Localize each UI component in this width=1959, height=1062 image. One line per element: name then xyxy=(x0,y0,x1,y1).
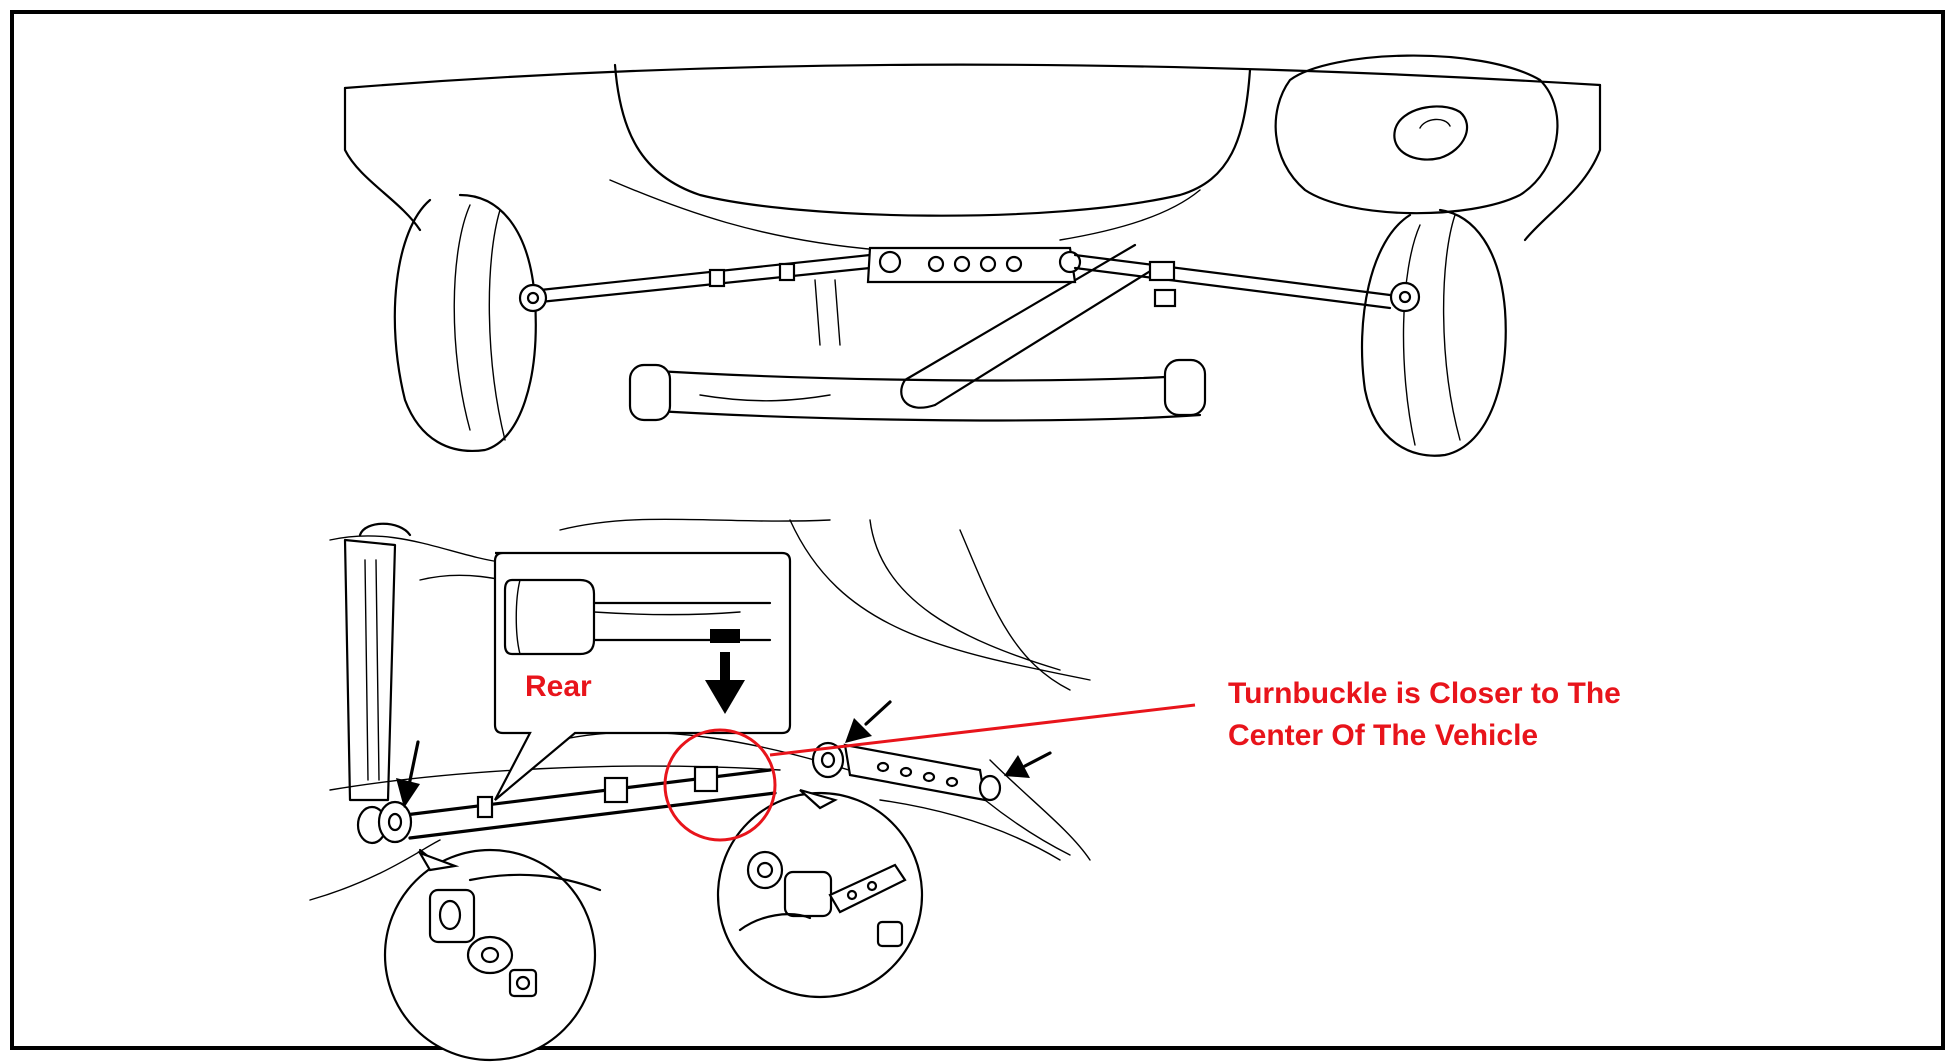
arrow-marker-bracket-end xyxy=(1004,751,1052,778)
vehicle-underside-view xyxy=(343,54,1602,457)
inset-rear-label: Rear xyxy=(525,670,592,703)
diagram-frame xyxy=(10,10,1945,1050)
annotation-line-1: Turnbuckle is Closer to The xyxy=(1228,677,1621,710)
detail-circle-left-bolt xyxy=(383,848,602,1062)
annotation-line-2: Center Of The Vehicle xyxy=(1228,719,1539,752)
lateral-link-closeup xyxy=(309,518,1196,1062)
detail-circle-right-bracket xyxy=(716,788,924,999)
arrow-marker-right-bushing xyxy=(845,700,892,743)
turnbuckle-highlight xyxy=(663,703,1196,842)
arrow-marker-left-bushing xyxy=(396,740,420,808)
rear-detail-inset xyxy=(493,551,792,801)
